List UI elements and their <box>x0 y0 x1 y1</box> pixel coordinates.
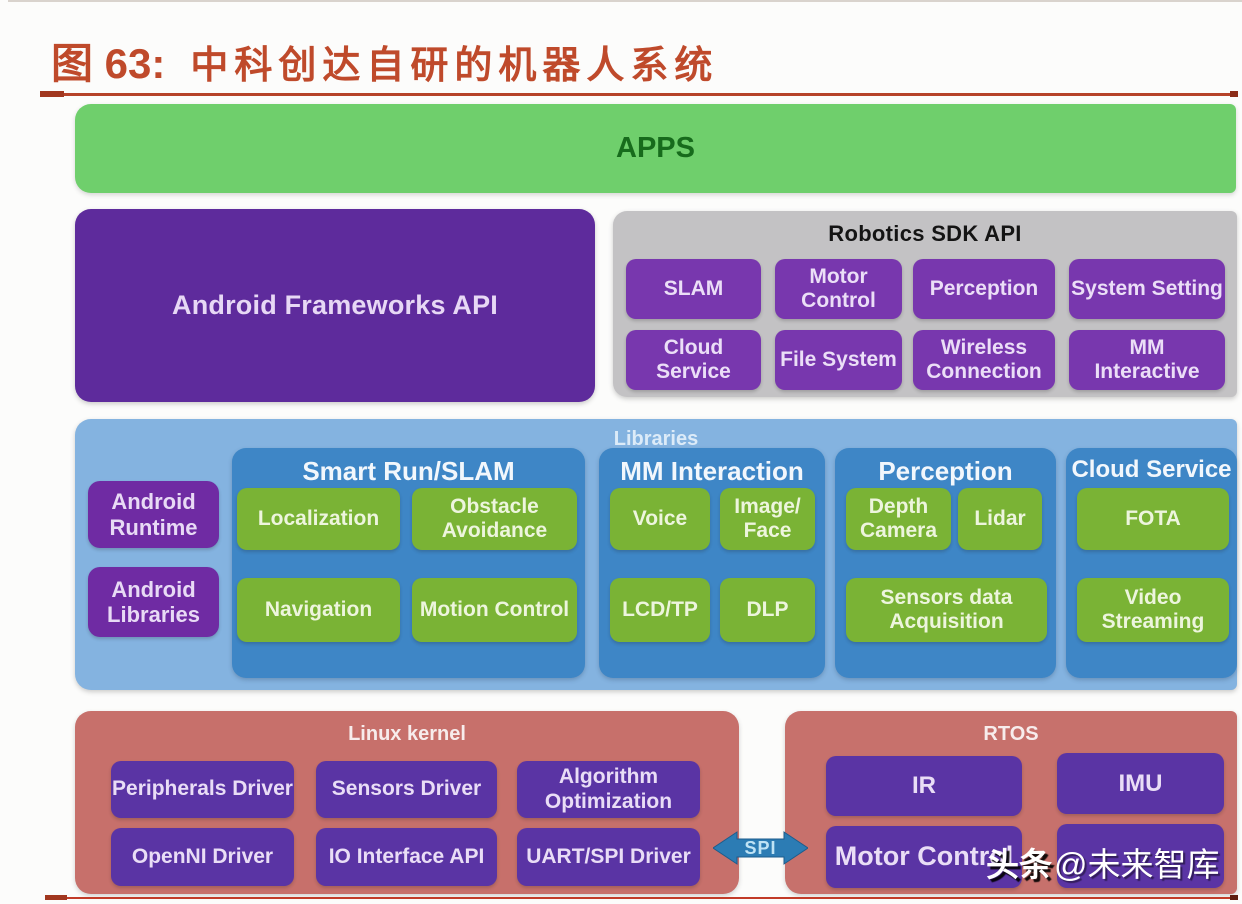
sdk-chip-motor-control: Motor Control <box>775 259 902 319</box>
watermark-handle: @未来智库 <box>1054 846 1220 883</box>
chip-peripherals-driver: Peripherals Driver <box>111 761 294 818</box>
group-perception-title: Perception <box>878 456 1013 486</box>
apps-layer: APPS <box>75 104 1236 193</box>
sdk-chip-cloud-service: Cloud Service <box>626 330 761 390</box>
group-mm-interaction-title: MM Interaction <box>620 456 804 486</box>
chip-dlp: DLP <box>720 578 815 642</box>
watermark: 头条@未来智库 <box>986 838 1220 886</box>
chip-openni-driver: OpenNI Driver <box>111 828 294 886</box>
chip-imu: IMU <box>1057 753 1224 814</box>
spi-arrow: SPI <box>713 830 808 866</box>
title-underline <box>40 93 1238 96</box>
sdk-chip-perception: Perception <box>913 259 1055 319</box>
chip-video-streaming: Video Streaming <box>1077 578 1229 642</box>
linux-kernel-title: Linux kernel <box>348 723 466 745</box>
top-rule <box>8 0 1242 2</box>
group-mm-interaction: MM Interaction Voice Image/ Face LCD/TP … <box>599 448 825 678</box>
group-smart-run-slam: Smart Run/SLAM Localization Obstacle Avo… <box>232 448 585 678</box>
apps-label: APPS <box>616 132 695 164</box>
chip-lidar: Lidar <box>958 488 1042 550</box>
sdk-chip-file-system: File System <box>775 330 902 390</box>
group-smart-run-slam-title: Smart Run/SLAM <box>302 456 515 486</box>
chip-image-face: Image/ Face <box>720 488 815 550</box>
chip-motion-control: Motion Control <box>412 578 577 642</box>
chip-obscured <box>1057 824 1224 888</box>
libraries-label: Libraries <box>613 428 699 450</box>
lib-chip-android-runtime: Android Runtime <box>88 481 219 548</box>
figure-title-text: 中科创达自研的机器人系统 <box>190 45 719 87</box>
chip-voice: Voice <box>610 488 710 550</box>
spi-label: SPI <box>744 837 777 858</box>
lib-chip-android-libraries: Android Libraries <box>88 567 219 637</box>
sdk-chip-wireless-connection: Wireless Connection <box>913 330 1055 390</box>
chip-sensors-driver: Sensors Driver <box>316 761 497 818</box>
chip-lcd-tp: LCD/TP <box>610 578 710 642</box>
chip-depth-camera: Depth Camera <box>846 488 951 550</box>
rtos-title: RTOS <box>983 723 1039 745</box>
group-perception: Perception Depth Camera Lidar Sensors da… <box>835 448 1056 678</box>
figure-number: 图 63: <box>51 40 166 87</box>
rtos-block: RTOS IR IMU Motor Control <box>785 711 1237 894</box>
chip-obstacle-avoidance: Obstacle Avoidance <box>412 488 577 550</box>
watermark-brand: 头条 <box>986 846 1052 883</box>
title-underline-cap <box>40 91 64 97</box>
robotics-sdk-api-block: Robotics SDK API SLAM Motor Control Perc… <box>613 211 1237 397</box>
sdk-chip-slam: SLAM <box>626 259 761 319</box>
chip-motor-control-rtos: Motor Control <box>826 826 1022 888</box>
linux-kernel-block: Linux kernel Peripherals Driver Sensors … <box>75 711 739 894</box>
chip-ir: IR <box>826 756 1022 816</box>
sdk-chip-mm-interactive: MM Interactive <box>1069 330 1225 390</box>
group-cloud-service: Cloud Service FOTA Video Streaming <box>1066 448 1237 678</box>
bottom-rule-endcap <box>1230 895 1238 900</box>
group-cloud-service-title: Cloud Service <box>1071 456 1232 483</box>
sdk-chip-system-setting: System Setting <box>1069 259 1225 319</box>
chip-algorithm-optimization: Algorithm Optimization <box>517 761 700 818</box>
robotics-sdk-api-title: Robotics SDK API <box>828 221 1022 246</box>
chip-io-interface-api: IO Interface API <box>316 828 497 886</box>
figure-title: 图 63: 中科创达自研的机器人系统 <box>51 38 1151 90</box>
chip-localization: Localization <box>237 488 400 550</box>
android-frameworks-api-label: Android Frameworks API <box>172 290 498 320</box>
bottom-rule-cap <box>45 895 67 900</box>
chip-navigation: Navigation <box>237 578 400 642</box>
spi-arrow-shape <box>713 831 808 865</box>
android-frameworks-api-block: Android Frameworks API <box>75 209 595 402</box>
bottom-rule <box>45 897 1238 899</box>
chip-sensors-data-acquisition: Sensors data Acquisition <box>846 578 1047 642</box>
libraries-block: Libraries Android Runtime Android Librar… <box>75 419 1237 690</box>
chip-uart-spi-driver: UART/SPI Driver <box>517 828 700 886</box>
title-underline-endcap <box>1230 91 1238 97</box>
chip-fota: FOTA <box>1077 488 1229 550</box>
